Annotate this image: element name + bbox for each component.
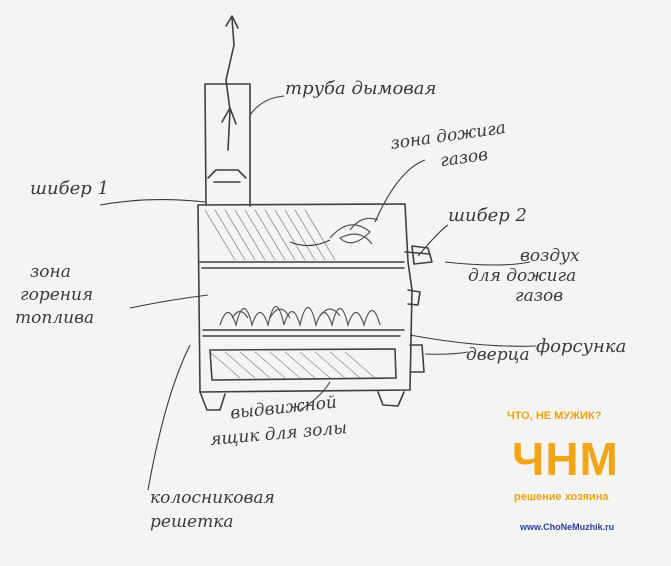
label-damper-2: шибер 2 [448, 205, 527, 226]
label-grate-2: решетка [150, 512, 234, 532]
label-burn-zone-2: горения [20, 285, 94, 305]
smoke-arrow [225, 17, 235, 151]
logo-url-link[interactable]: www.ChoNeMuzhik.ru [520, 522, 615, 532]
label-burn-zone-3: топлива [15, 308, 95, 328]
chimney-pipe [204, 83, 251, 207]
label-burn-zone-1: зона [30, 262, 71, 282]
ash-drawer [209, 348, 397, 381]
label-chimney: труба дымовая [285, 78, 437, 99]
damper-1 [207, 169, 247, 183]
logo-tagline: ЧТО, НЕ МУЖИК? [507, 410, 602, 422]
flames [219, 305, 381, 328]
stove-legs [199, 391, 405, 411]
label-air-2: для дожига [468, 266, 577, 286]
label-air-1: воздух [520, 246, 580, 266]
logo-brand: ЧНМ [512, 433, 619, 485]
door-hinge [409, 344, 425, 373]
afterburn-swirl [329, 217, 379, 245]
air-nozzle [404, 245, 433, 265]
label-door: дверца [466, 345, 530, 365]
grate-shelf [202, 329, 405, 337]
logo-subtitle: решение хозяина [514, 491, 609, 503]
label-damper-1: шибер 1 [30, 178, 109, 199]
stove-body [197, 203, 413, 393]
label-nozzle: форсунка [536, 336, 627, 357]
label-grate-1: колосниковая [150, 488, 275, 508]
label-air-3: газов [515, 286, 564, 306]
